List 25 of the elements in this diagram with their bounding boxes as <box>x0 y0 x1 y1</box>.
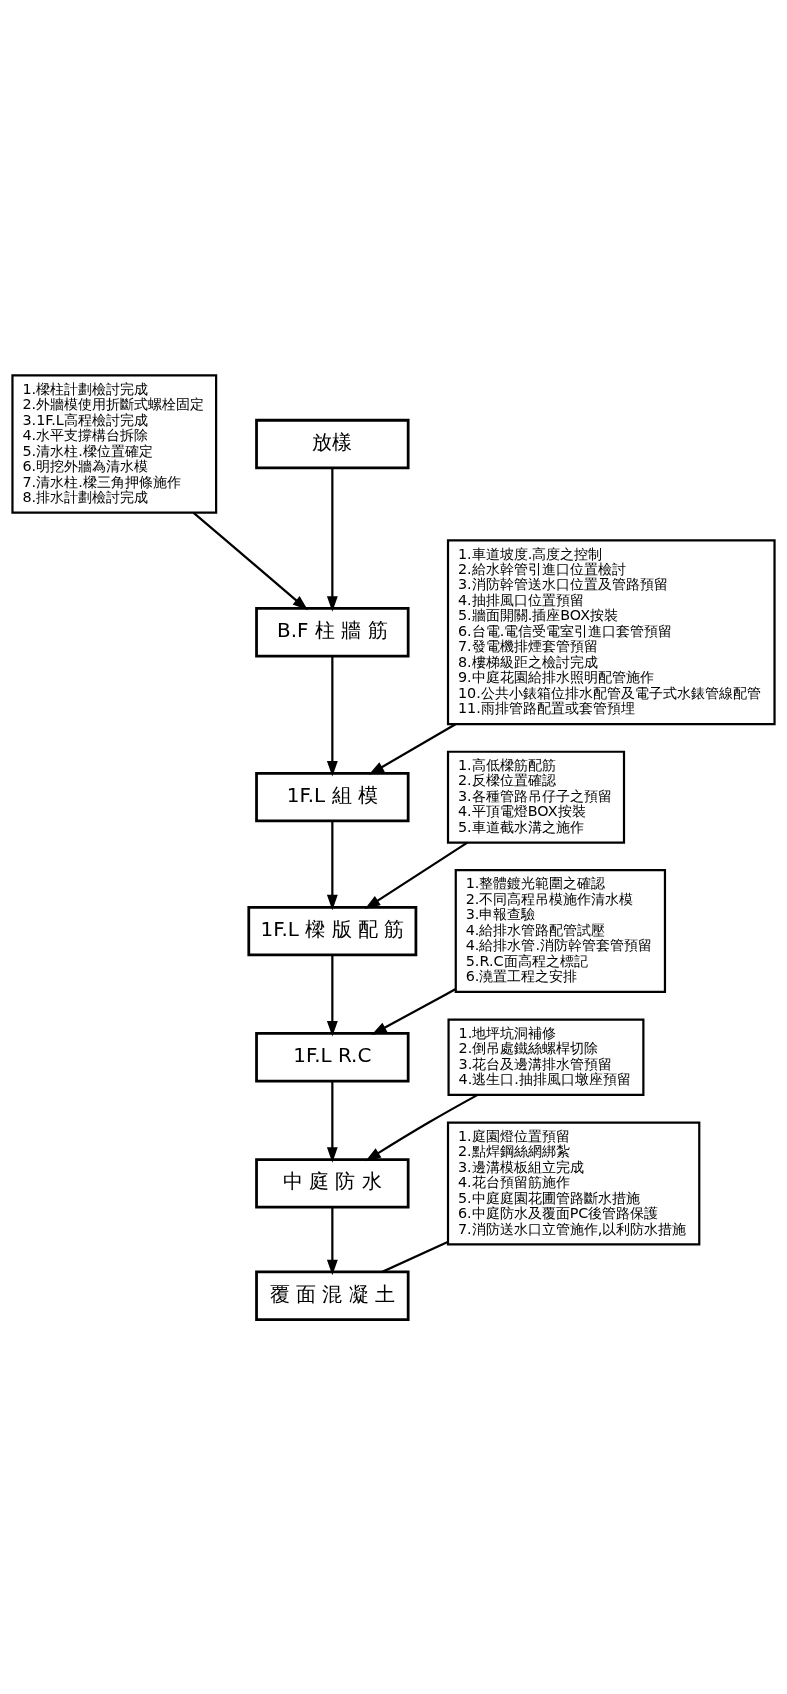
arrow <box>326 1206 338 1275</box>
arrow <box>326 1080 338 1163</box>
node-box: 1.庭園燈位置預留 2.點焊鋼絲網綁紮 3.邊溝模板組立完成 4.花台預留筋施作 5.中庭庭園花圃管路斷水措施 6.中庭防水及覆面PC後管路保護 7.消防送水口立管施作,以利防水措施 <box>446 1120 701 1245</box>
arrow <box>364 841 468 909</box>
node-box: 1.高低樑筋配筋 2.反樑位置確認 3.各種管路吊仔子之預留 4.平頂電燈BOX按裝 5.車道截水溝之施作 <box>446 750 626 844</box>
node-box: 1F.L 樑 版 配 筋 <box>247 905 418 956</box>
arrow <box>326 655 338 777</box>
node-box: 1.樑柱計劃檢討完成 2.外牆模使用折斷式螺栓固定 3.1F.L高程檢討完成 4.水平支撐構台拆除 5.清水柱.樑位置確定 6.明挖外牆為清水模 7.清水柱.樑三角押條施作 8.排水計劃檢討完成 <box>11 373 218 514</box>
connector <box>381 1240 449 1273</box>
arrow <box>368 722 457 775</box>
arrow <box>365 1093 479 1161</box>
node-box: 1F.L R.C <box>255 1031 410 1082</box>
arrow <box>326 954 338 1036</box>
node-box: 1.車道坡度.高度之控制 2.給水幹管引進口位置檢討 3.消防幹管送水口位置及管路預留 4.抽排風口位置預留 5.牆面開關.插座BOX按裝 6.台電.電信受電室引進口套管預留 7.發電機排煙套管預留 8.樓梯級距之檢討完成 9.中庭花園給排水照明配管施作 10.公共小錶箱位排水配管及電子式水錶管線配管 11.雨排管路配置或套管預埋 <box>446 538 776 725</box>
node-box: 覆 面 混 凝 土 <box>255 1270 410 1321</box>
arrow <box>326 467 338 612</box>
node-box: 1.整體鍍光範圍之確認 2.不同高程吊模施作清水模 3.申報查驗 4.給排水管路配管試壓 4.給排水管.消防幹管套管預留 5.R.C面高程之標記 6.澆置工程之安排 <box>454 868 667 993</box>
arrow <box>192 511 308 610</box>
node-box: 1F.L 組 模 <box>255 771 410 822</box>
node-box: 放樣 <box>255 418 410 469</box>
arrow <box>371 987 457 1035</box>
node-box: 中 庭 防 水 <box>255 1157 410 1209</box>
node-box: B.F 柱 牆 筋 <box>255 606 410 657</box>
node-box: 1.地坪坑洞補修 2.倒吊處鐵絲螺桿切除 3.花台及邊溝排水管預留 4.逃生口.抽排風口墩座預留 <box>447 1018 645 1096</box>
arrow <box>326 820 338 910</box>
